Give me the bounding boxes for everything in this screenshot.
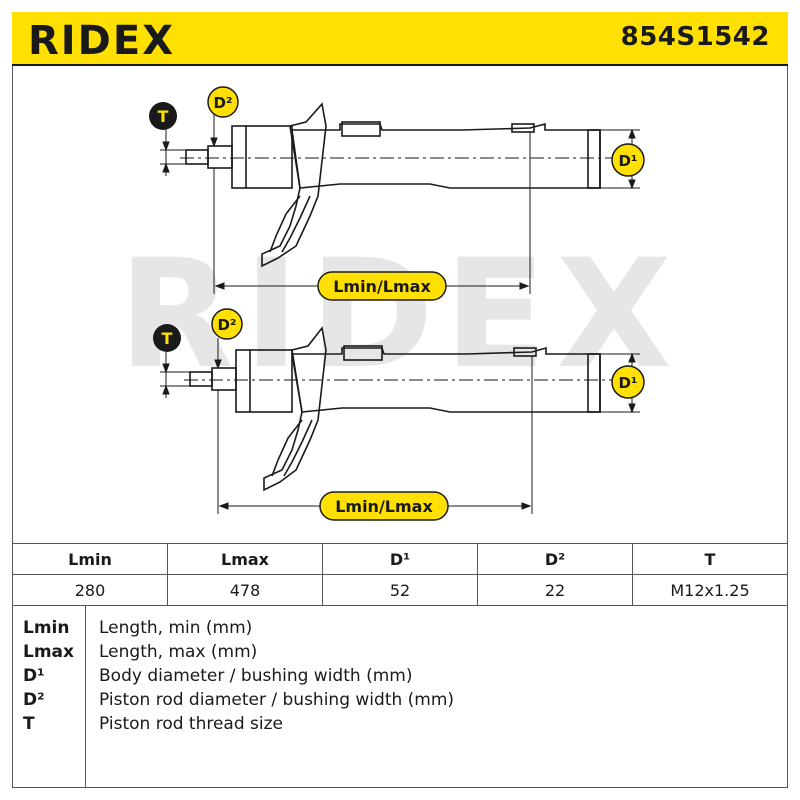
legend-key: Lmin <box>23 618 70 638</box>
technical-drawing: RIDEX <box>118 86 682 521</box>
legend-key: T <box>23 714 35 734</box>
label-length-lower: Lmin/Lmax <box>319 491 449 521</box>
svg-text:D¹: D¹ <box>618 152 637 170</box>
legend-key: D¹ <box>23 666 45 686</box>
spec-header-d1: D¹ <box>322 543 478 575</box>
piston-rod-thread <box>185 149 209 165</box>
legend-row-lmin: Lmin Length, min (mm) <box>13 618 789 642</box>
label-t-upper: T <box>149 102 177 130</box>
label-d2-upper: D² <box>207 86 239 118</box>
svg-text:T: T <box>162 329 173 348</box>
legend-desc: Piston rod thread size <box>99 714 284 734</box>
strut-upper <box>185 102 601 268</box>
label-length-upper: Lmin/Lmax <box>317 271 447 301</box>
spec-header-lmax: Lmax <box>167 543 323 575</box>
header-band: RIDEX 854S1542 <box>12 12 788 66</box>
spec-value-t: M12x1.25 <box>632 574 788 606</box>
upper-mount <box>231 125 293 189</box>
spec-header-t: T <box>632 543 788 575</box>
spec-header-d2: D² <box>477 543 633 575</box>
strut-body <box>291 346 601 413</box>
spec-value-d2: 22 <box>477 574 633 606</box>
spec-value-row: 280 478 52 22 M12x1.25 <box>12 574 788 606</box>
svg-text:T: T <box>158 107 169 126</box>
part-number: 854S1542 <box>620 22 770 52</box>
ridex-logo: RIDEX <box>28 18 175 60</box>
knuckle-bracket <box>261 102 327 268</box>
dim-d2-lower <box>214 338 222 514</box>
strut-lower <box>189 326 601 492</box>
legend: Lmin Length, min (mm) Lmax Length, max (… <box>12 606 788 788</box>
knuckle-bracket <box>263 326 327 492</box>
spec-header-row: Lmin Lmax D¹ D² T <box>12 543 788 575</box>
spec-value-lmin: 280 <box>12 574 168 606</box>
legend-key: D² <box>23 690 45 710</box>
svg-text:D²: D² <box>217 316 236 334</box>
strut-body <box>291 122 601 189</box>
spec-value-lmax: 478 <box>167 574 323 606</box>
logo-text: RIDEX <box>28 18 175 60</box>
legend-desc: Length, max (mm) <box>99 642 258 662</box>
label-t-lower: T <box>153 324 181 352</box>
legend-row-d2: D² Piston rod diameter / bushing width (… <box>13 690 789 714</box>
svg-text:D²: D² <box>213 94 232 112</box>
dim-d1-lower <box>600 352 640 414</box>
upper-mount <box>235 349 293 413</box>
legend-row-lmax: Lmax Length, max (mm) <box>13 642 789 666</box>
spec-table: Lmin Lmax D¹ D² T 280 478 52 22 M12x1.25 <box>12 543 788 606</box>
legend-desc: Piston rod diameter / bushing width (mm) <box>99 690 455 710</box>
legend-desc: Length, min (mm) <box>99 618 253 638</box>
watermark-text: RIDEX <box>118 228 682 402</box>
spec-header-lmin: Lmin <box>12 543 168 575</box>
svg-text:D¹: D¹ <box>618 374 637 392</box>
drawing-frame <box>12 66 788 544</box>
legend-key: Lmax <box>23 642 74 662</box>
dim-d2-upper <box>210 114 218 294</box>
spec-value-d1: 52 <box>322 574 478 606</box>
label-d1-upper: D¹ <box>611 143 645 177</box>
legend-row-t: T Piston rod thread size <box>13 714 789 738</box>
label-d1-lower: D¹ <box>611 365 645 399</box>
dim-t-lower <box>160 352 190 398</box>
legend-desc: Body diameter / bushing width (mm) <box>99 666 413 686</box>
svg-text:Lmin/Lmax: Lmin/Lmax <box>335 497 433 516</box>
piston-rod <box>207 145 233 169</box>
label-d2-lower: D² <box>211 308 243 340</box>
dim-t-upper <box>160 128 186 176</box>
svg-text:Lmin/Lmax: Lmin/Lmax <box>333 277 431 296</box>
legend-row-d1: D¹ Body diameter / bushing width (mm) <box>13 666 789 690</box>
legend-divider <box>85 606 86 787</box>
